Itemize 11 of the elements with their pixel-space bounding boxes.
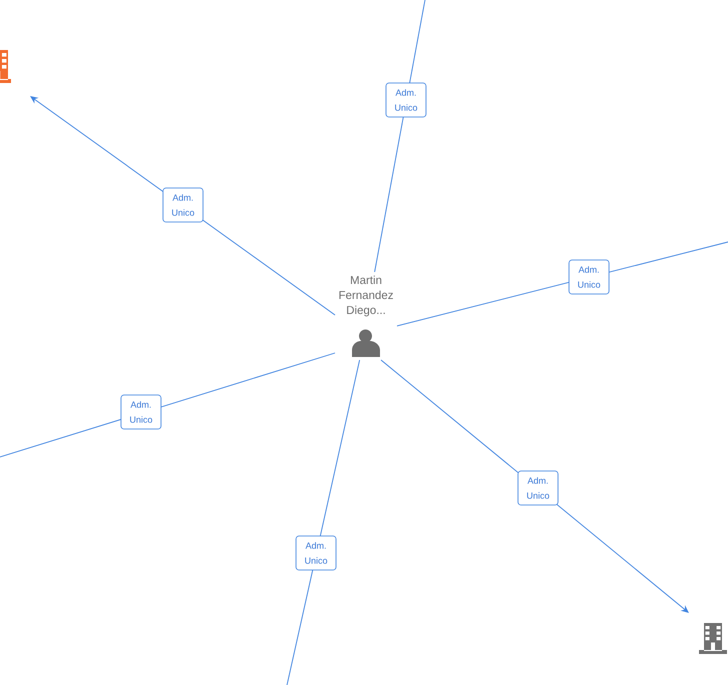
edge-label: Adm. Unico (518, 470, 558, 506)
edge-label: Adm. Unico (386, 82, 426, 118)
name-label: Martin Fernandez Diego... (339, 276, 393, 316)
building-icon (699, 623, 727, 654)
edge-label: Adm. Unico (120, 394, 162, 430)
edge-label: Adm. Unico (296, 536, 336, 570)
connector-line (286, 360, 360, 685)
building-icon (0, 50, 11, 83)
edge-label: Adm. Unico (568, 260, 610, 294)
arrow (380, 360, 689, 613)
edge-label: Adm. Unico (162, 188, 204, 222)
